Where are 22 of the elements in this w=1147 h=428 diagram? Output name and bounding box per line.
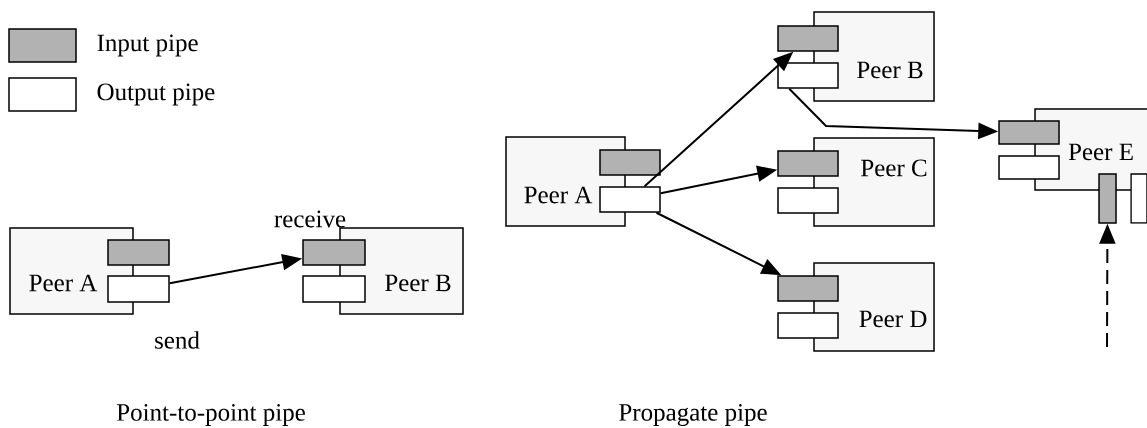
input-pipe	[998, 120, 1060, 145]
pipe-label: send	[155, 331, 200, 349]
output-pipe	[1130, 173, 1147, 224]
output-pipe	[599, 186, 661, 213]
output-pipe	[777, 62, 839, 89]
input-pipe	[107, 239, 170, 266]
caption: Point-to-point pipe	[116, 404, 305, 426]
input-pipe	[777, 275, 839, 302]
output-pipe	[107, 275, 170, 303]
legend-label: Output pipe	[97, 83, 215, 106]
input-pipe	[777, 150, 839, 177]
input-pipe	[777, 25, 839, 52]
output-pipe	[302, 275, 366, 303]
output-pipe	[777, 312, 839, 339]
pipe-label: receive	[274, 210, 346, 228]
output-pipe	[777, 187, 839, 214]
caption: Propagate pipe	[619, 404, 767, 426]
input-pipe	[302, 239, 366, 266]
input-pipe	[1098, 173, 1117, 224]
output-pipe	[998, 155, 1060, 180]
input-pipe	[599, 149, 661, 176]
legend-label: Input pipe	[97, 34, 198, 57]
